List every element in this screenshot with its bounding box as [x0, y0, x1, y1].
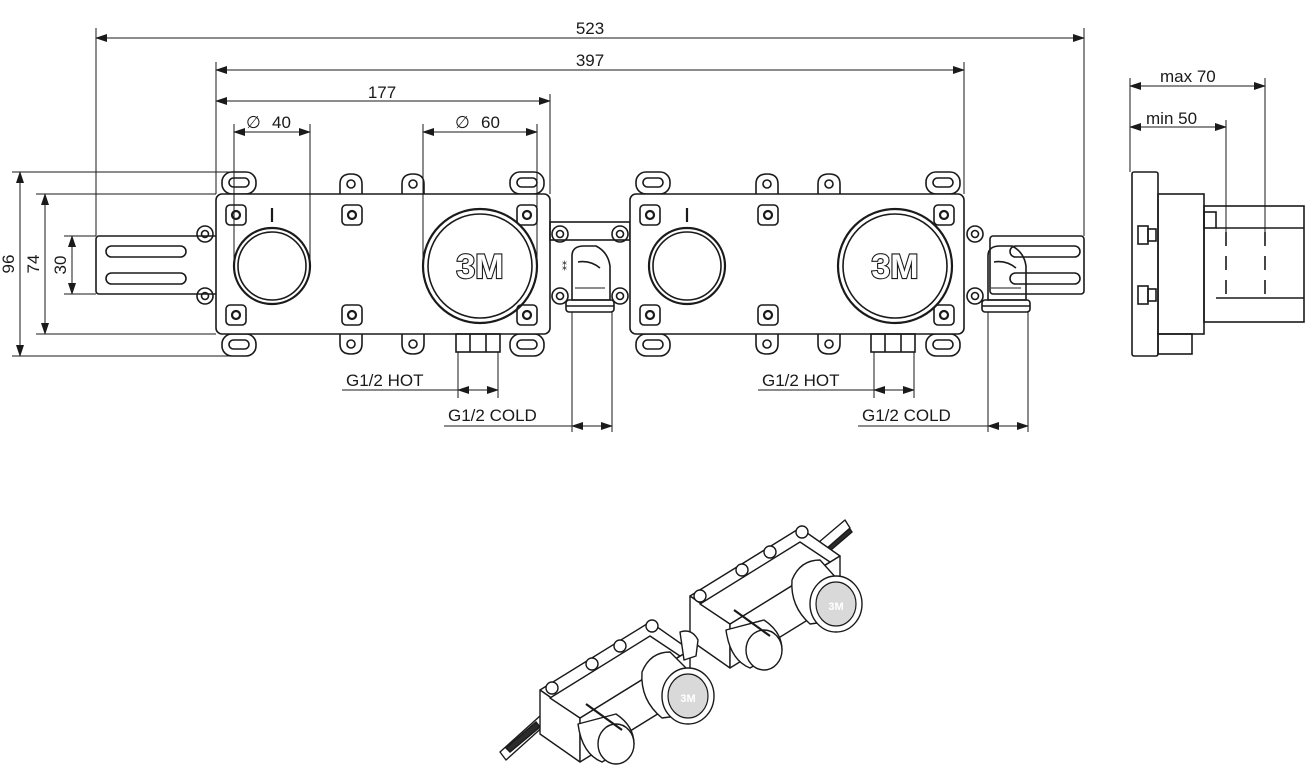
- logo-3m: 3M: [871, 248, 918, 286]
- right-mounting-bracket: [989, 235, 1085, 295]
- dim-module-width: 177: [368, 83, 396, 102]
- dim-depth-max: max 70: [1160, 67, 1216, 86]
- diverter-opening: [647, 226, 727, 306]
- dim-diameter-symbol: ∅: [455, 113, 470, 132]
- dim-height-bracket: 30: [51, 256, 70, 275]
- corner-screws: [225, 204, 538, 326]
- dim-diameter-large: 60: [481, 113, 500, 132]
- label-module-1-cold: G1/2 COLD: [448, 406, 537, 425]
- dim-depth-min: min 50: [1146, 109, 1197, 128]
- dim-diameter-symbol: ∅: [246, 113, 261, 132]
- dim-housing-span: 397: [576, 51, 604, 70]
- svg-text:3M: 3M: [680, 693, 695, 705]
- corner-screws: [639, 204, 955, 326]
- module-1-housing: [215, 193, 551, 335]
- dim-height-box: 74: [24, 255, 43, 274]
- dim-overall-width: 523: [576, 19, 604, 38]
- iso-module-1: 3M: [539, 619, 715, 765]
- dimension-lines: 523 397 177 ∅ 40 ∅ 60 96 74: [0, 19, 1085, 432]
- isometric-view: 3M 3M: [499, 519, 863, 765]
- module-2: 3M: [611, 171, 1031, 357]
- left-mounting-bracket: [95, 235, 219, 295]
- svg-text:⁑: ⁑: [562, 261, 567, 273]
- logo-3m: 3M: [456, 248, 503, 286]
- label-module-2-cold: G1/2 COLD: [862, 406, 951, 425]
- mixer-opening: [836, 207, 954, 325]
- dim-diameter-small: 40: [272, 113, 291, 132]
- label-module-2-hot: G1/2 HOT: [762, 371, 839, 390]
- module-2-housing: [629, 193, 965, 335]
- svg-text:3M: 3M: [828, 601, 843, 613]
- label-module-1-hot: G1/2 HOT: [346, 371, 423, 390]
- front-view: 3M ⁑: [95, 171, 1085, 357]
- module-1: 3M ⁑: [196, 171, 631, 357]
- side-view: max 70 min 50: [1129, 67, 1305, 357]
- iso-module-2: 3M: [689, 525, 863, 671]
- cold-elbow-fitting: [981, 245, 1031, 313]
- dim-height-total: 96: [0, 255, 18, 274]
